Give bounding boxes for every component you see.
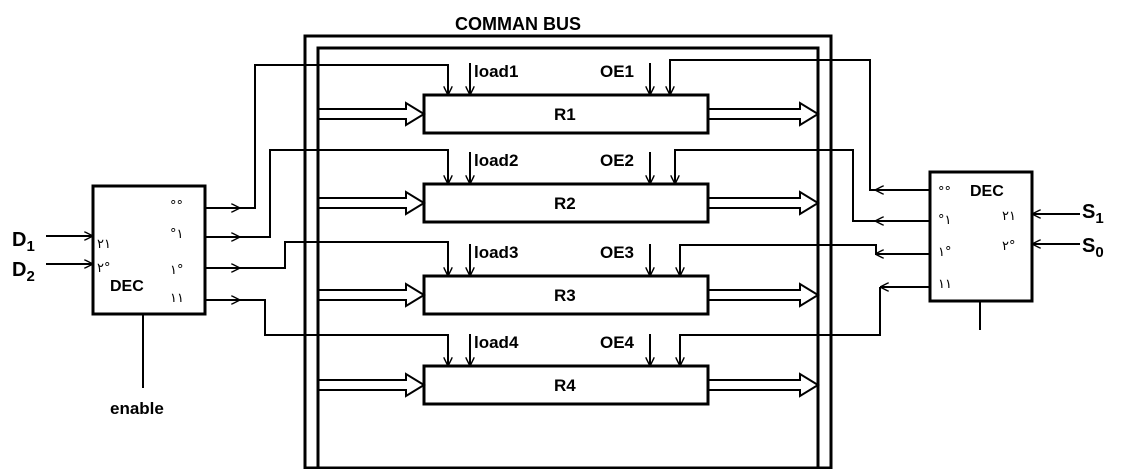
left-decoder: DEC ٢١ ٢° °° °١ ١° ١١ D1 D2 enable [12, 184, 207, 418]
load-label: load2 [474, 151, 518, 170]
register-label: R2 [554, 194, 576, 213]
right-decoder: DEC °° °١ ١° ١١ ٢١ ٢° S1 S0 [928, 170, 1104, 330]
left-decoder-pin-a: ٢١ [97, 237, 111, 252]
right-decoder-label: DEC [970, 183, 1004, 200]
oe2-wire [675, 149, 875, 222]
oe-label: OE4 [600, 333, 635, 352]
right-decoder-out-0: °° [938, 185, 951, 200]
bus-title: COMMAN BUS [455, 14, 581, 34]
register-box [422, 274, 710, 316]
load1-wire [240, 64, 448, 209]
left-decoder-out-0: °° [170, 199, 183, 214]
register-4: R4 load4 OE4 [318, 333, 820, 406]
input-s0-label: S0 [1082, 235, 1104, 261]
bus-input-arrow [318, 101, 426, 127]
oe-wires [670, 59, 930, 366]
oe4-wire [680, 287, 881, 366]
oe-label: OE1 [600, 62, 634, 81]
left-decoder-label: DEC [110, 278, 144, 295]
load-label: load4 [474, 333, 519, 352]
input-d1-label: D1 [12, 229, 35, 255]
right-decoder-out-3: ١١ [938, 277, 952, 292]
input-d2-label: D2 [12, 259, 35, 285]
left-decoder-out-1: °١ [170, 227, 183, 242]
bus-output-arrow [708, 282, 820, 308]
bus-output-arrow [708, 101, 820, 127]
bus-output-arrow [708, 372, 820, 398]
input-s1-label: S1 [1082, 201, 1104, 227]
left-decoder-box [91, 184, 207, 316]
load-label: load3 [474, 243, 518, 262]
right-decoder-pin-a: ٢١ [1002, 209, 1016, 224]
left-decoder-out-3: ١١ [170, 291, 184, 306]
right-decoder-pin-b: ٢° [1002, 239, 1015, 254]
bus-inner-frame [316, 46, 820, 469]
oe3-wire [680, 244, 877, 276]
register-1: R1 load1 OE1 [318, 62, 820, 135]
load3-wire [240, 241, 448, 276]
right-decoder-out-1: °١ [938, 213, 951, 228]
load-wires [205, 64, 448, 366]
left-decoder-out-2: ١° [170, 263, 183, 278]
left-decoder-pin-b: ٢° [97, 261, 110, 276]
bus-input-arrow [318, 282, 426, 308]
load4-wire [240, 299, 448, 366]
load2-wire [240, 149, 448, 238]
register-3: R3 load3 OE3 [318, 243, 820, 316]
bus-input-arrow [318, 372, 426, 398]
oe1-wire [670, 59, 875, 191]
register-box [422, 93, 710, 135]
bus-input-arrow [318, 190, 426, 216]
register-box [422, 182, 710, 224]
right-decoder-box [928, 170, 1034, 303]
oe-label: OE2 [600, 151, 634, 170]
oe-label: OE3 [600, 243, 634, 262]
register-label: R3 [554, 286, 576, 305]
bus-output-arrow [708, 190, 820, 216]
register-label: R4 [554, 376, 576, 395]
enable-label: enable [110, 399, 164, 418]
right-decoder-out-2: ١° [938, 245, 951, 260]
register-2: R2 load2 OE2 [318, 151, 820, 224]
register-label: R1 [554, 105, 576, 124]
load-label: load1 [474, 62, 518, 81]
